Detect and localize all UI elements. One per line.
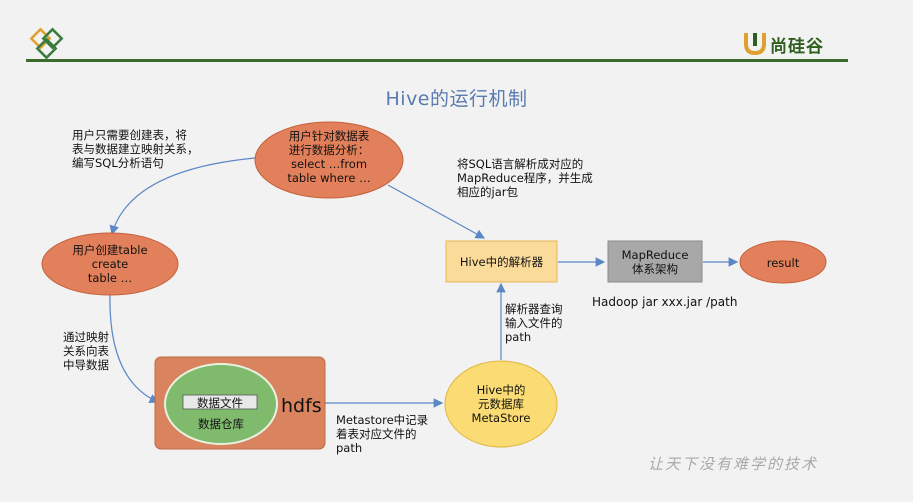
page-title: Hive的运行机制 (385, 88, 528, 110)
user-query-label: 用户针对数据表 进行数据分析： select …from table where… (287, 129, 371, 185)
hadoop-command: Hadoop jar xxx.jar /path (592, 295, 738, 309)
metastore-node (444, 360, 558, 448)
map-note: 通过映射 关系向表 中导数据 (63, 330, 109, 372)
create-table-note: 用户只需要创建表，将 表与数据建立映射关系， 编写SQL分析语句 (72, 128, 199, 170)
metastore-label: Hive中的 元数据库 MetaStore (471, 383, 531, 425)
user-query-node (254, 121, 404, 199)
user-create-label: 用户创建table create table … (72, 243, 148, 285)
brand-logo-icon (744, 33, 766, 56)
logo-diamonds-icon (29, 27, 64, 60)
metastore-note: Metastore中记录 着表对应文件的 path (336, 413, 429, 455)
arrow-query-to-parser (387, 184, 486, 239)
header-divider (26, 59, 848, 62)
mapreduce-label: MapReduce 体系架构 (621, 248, 689, 276)
brand-name: 尚硅谷 (770, 37, 824, 57)
hdfs-label: hdfs (281, 395, 322, 417)
user-create-node (41, 232, 179, 296)
arrow-create-to-hdfs (109, 292, 160, 404)
hive-parser-node (445, 240, 558, 283)
data-file-label: 数据文件 (197, 396, 243, 410)
result-label: result (766, 256, 800, 270)
arrow-query-to-create (109, 157, 256, 236)
watermark: 让天下没有难学的技术 (648, 455, 819, 473)
parse-note: 将SQL语言解析成对应的 MapReduce程序，并生成 相应的jar包 (457, 157, 593, 199)
mapreduce-node (607, 240, 703, 283)
data-file-box (182, 394, 258, 410)
result-node (739, 240, 827, 284)
hive-parser-label: Hive中的解析器 (459, 255, 544, 269)
parser-query-note: 解析器查询 输入文件的 path (505, 302, 563, 344)
warehouse-label: 数据仓库 (198, 417, 244, 431)
